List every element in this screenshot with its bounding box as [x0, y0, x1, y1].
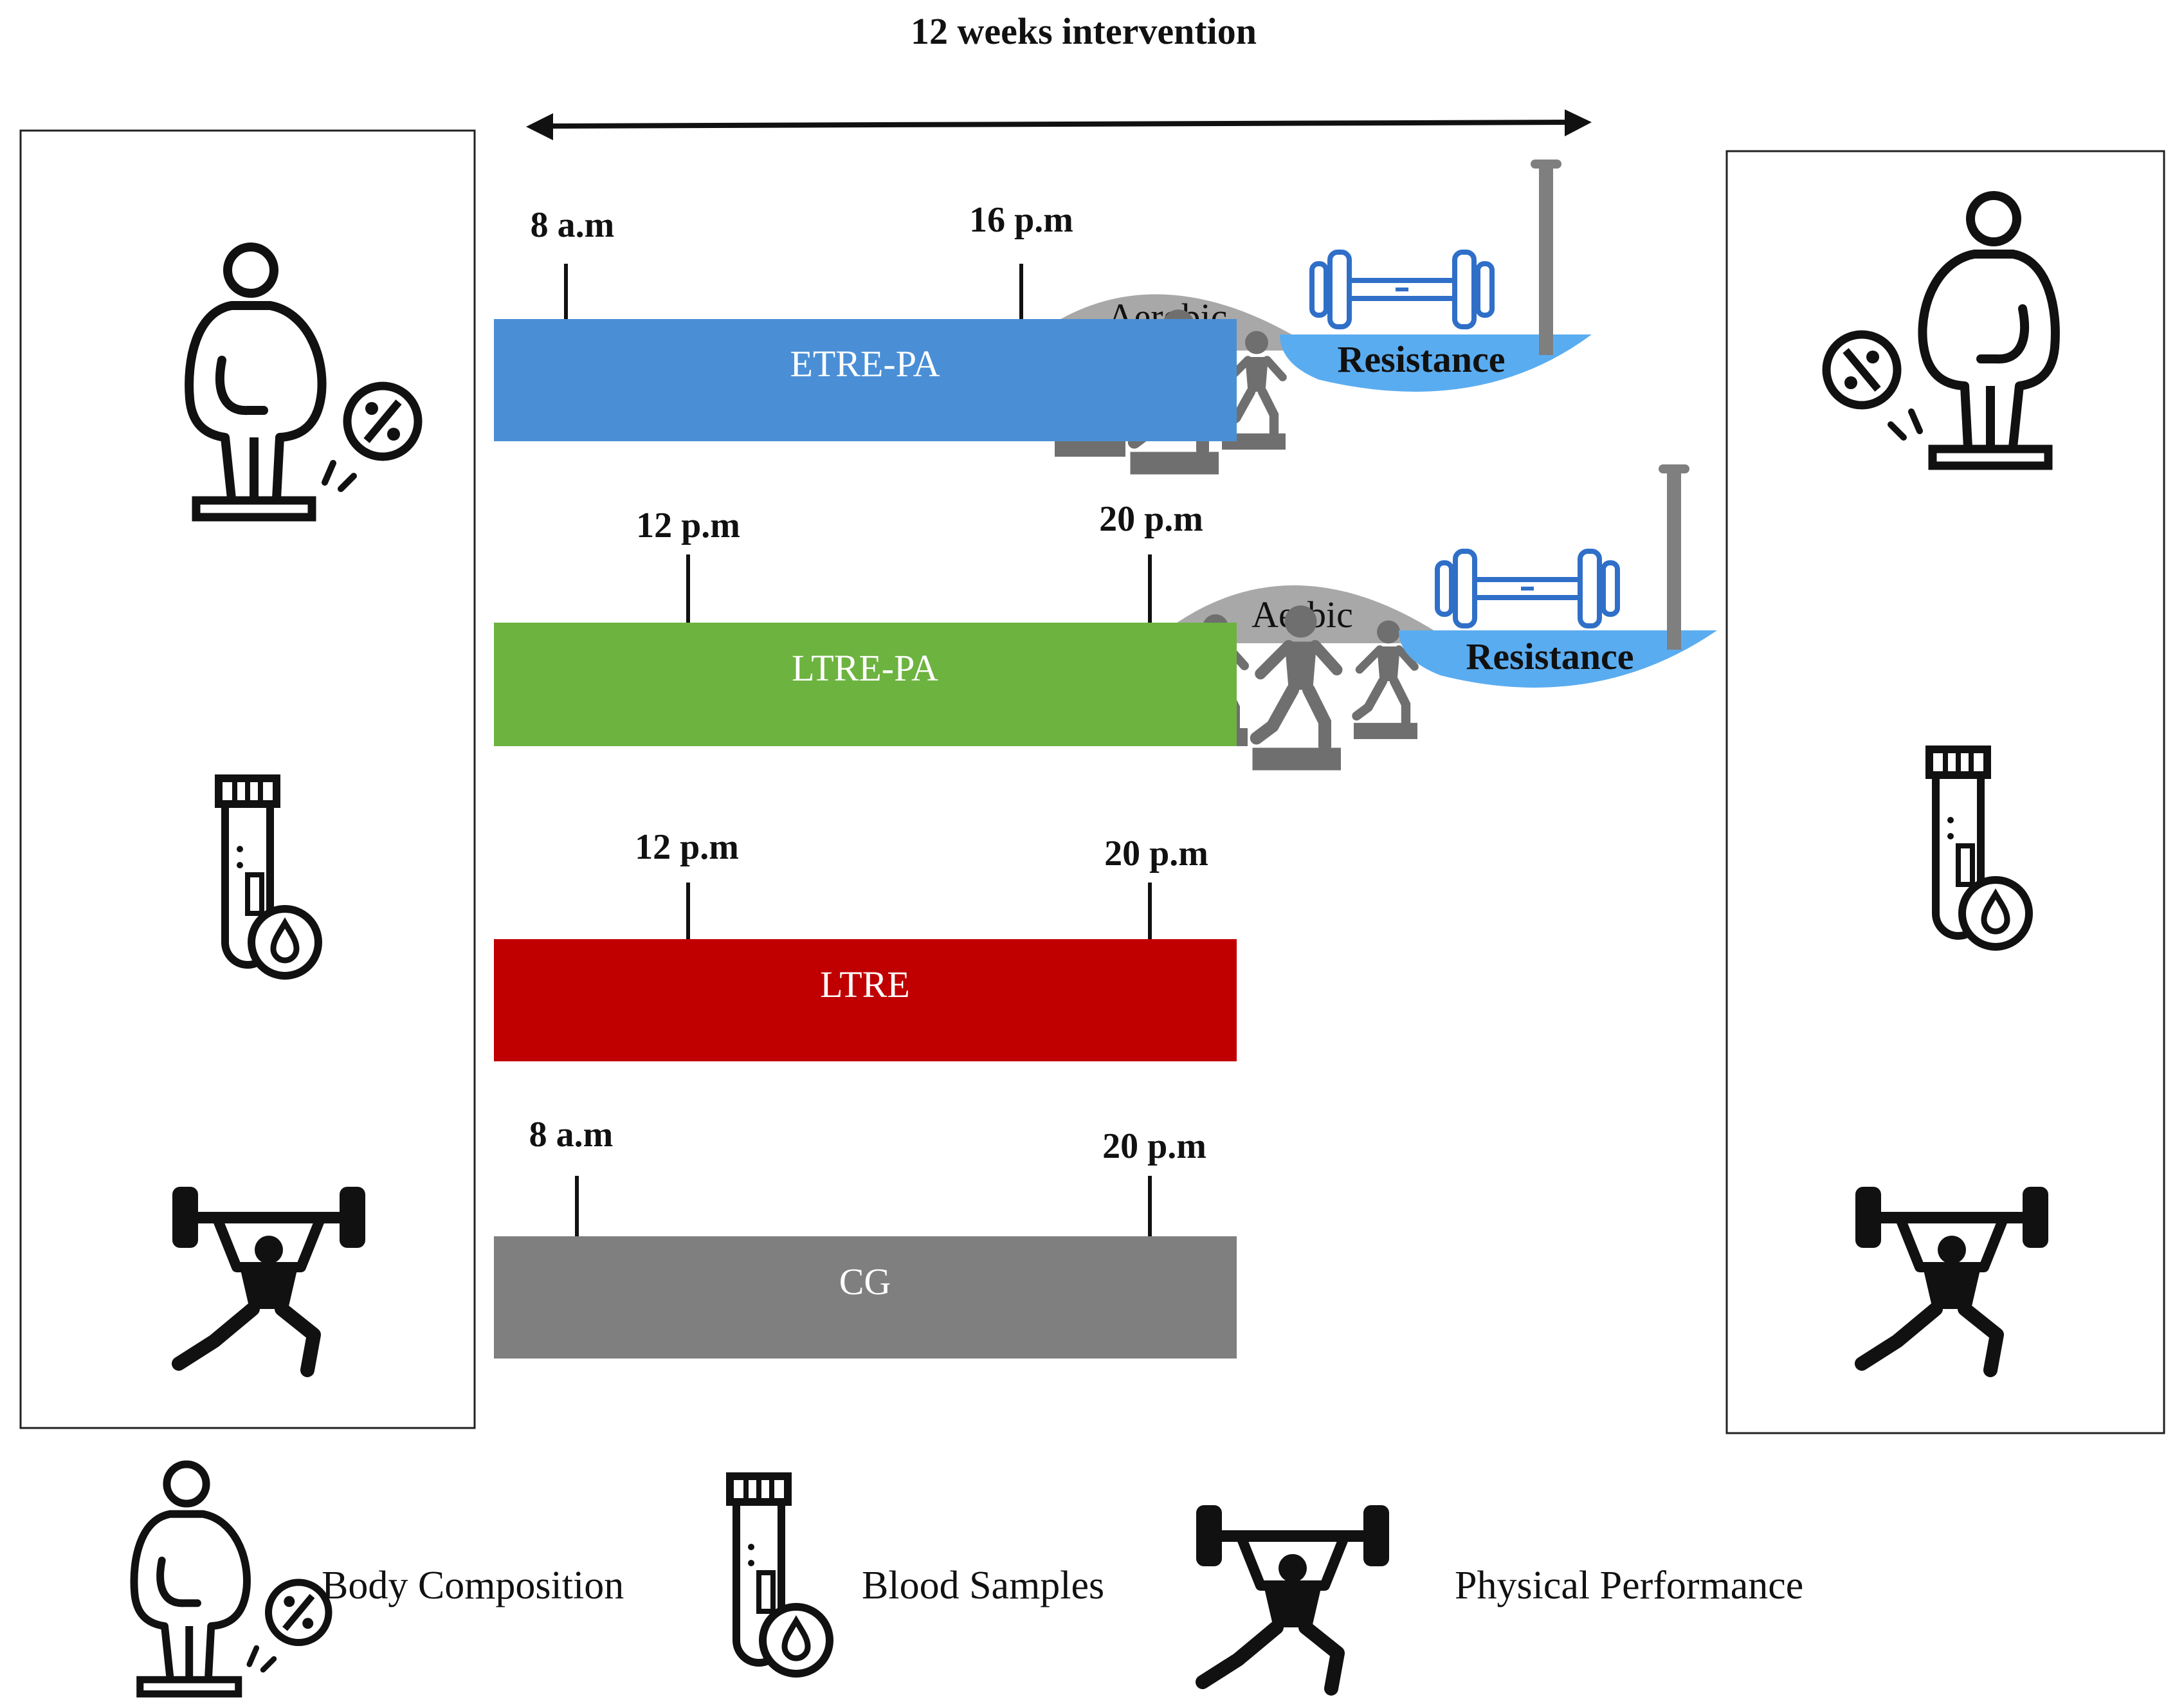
dumbbell-icon: [1437, 551, 1617, 626]
end-time-label: 20 p.m: [1102, 1126, 1206, 1166]
baseline-assessment-panel: [19, 129, 476, 1429]
group-ltre-pa: Aerbic Resistance LTRE-PA 12 p.m 20 p.m: [494, 464, 1717, 771]
start-time-label: 8 a.m: [529, 1115, 614, 1155]
timeline-title: 12 weeks intervention: [911, 10, 1257, 52]
blood-sample-icon: [1929, 749, 2029, 947]
blood-sample-icon: [219, 778, 318, 976]
weightlifting-icon: [1855, 1187, 2048, 1370]
body-composition-icon: [134, 1464, 329, 1694]
weightlifting-icon: [172, 1187, 365, 1370]
group-etre-pa: Aerobic Resistance ETRE-PA 8 a.m 16 p.m: [494, 160, 1592, 475]
group-cg: CG 8 a.m 20 p.m: [494, 1115, 1237, 1359]
body-composition-icon: [189, 247, 418, 517]
group-bar: [494, 623, 1237, 746]
start-time-label: 12 p.m: [635, 827, 739, 867]
body-composition-icon: [1826, 196, 2055, 466]
group-bar: [494, 1236, 1237, 1359]
resistance-zone: Resistance: [1399, 464, 1717, 688]
resistance-label: Resistance: [1466, 636, 1634, 677]
group-label: LTRE-PA: [792, 647, 938, 689]
post-assessment-panel: [1725, 150, 2165, 1434]
legend-body-composition: Body Composition: [322, 1564, 624, 1607]
blood-sample-icon: [730, 1476, 830, 1674]
end-time-label: 20 p.m: [1099, 499, 1203, 539]
resistance-label: Resistance: [1338, 338, 1506, 380]
dumbbell-icon: [1312, 252, 1492, 327]
end-time-label: 16 p.m: [969, 200, 1073, 240]
legend: Body Composition Blood Samples Physical …: [134, 1464, 1803, 1694]
end-time-label: 20 p.m: [1104, 834, 1208, 874]
group-bar: [494, 319, 1237, 441]
group-label: CG: [839, 1261, 891, 1303]
legend-physical-performance: Physical Performance: [1455, 1564, 1803, 1607]
start-time-label: 12 p.m: [636, 506, 740, 545]
group-label: LTRE: [820, 964, 910, 1005]
weightlifting-icon: [1196, 1505, 1389, 1688]
legend-blood-samples: Blood Samples: [862, 1564, 1104, 1607]
group-label: ETRE-PA: [790, 343, 940, 385]
group-ltre: LTRE 12 p.m 20 p.m: [494, 827, 1237, 1061]
start-time-label: 8 a.m: [531, 205, 615, 245]
group-bar: [494, 939, 1237, 1061]
duration-arrow: [526, 109, 1592, 140]
resistance-zone: Resistance: [1280, 160, 1592, 392]
